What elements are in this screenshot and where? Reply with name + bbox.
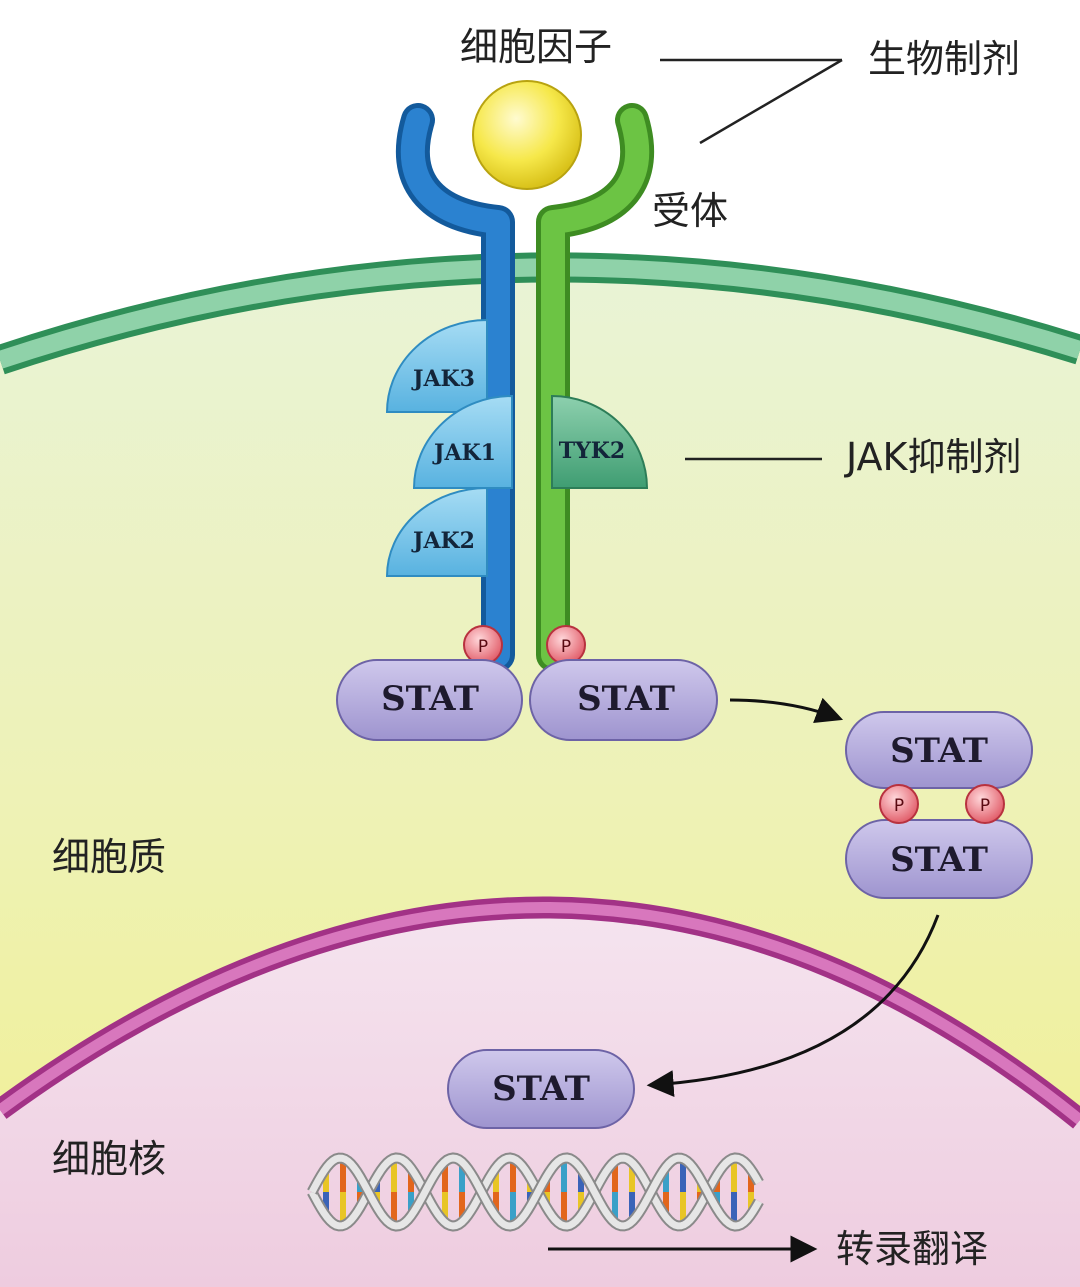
stat-label: STAT [381,679,479,719]
dna-base-pair [442,1161,448,1192]
dna-base-pair [680,1192,686,1226]
phosphate-green-receptor: P [546,625,586,665]
dna-base-pair [408,1192,414,1216]
tyk2-kinase: TYK2 [551,394,649,489]
label-jak-inhibitor: JAK抑制剂 [844,435,1021,479]
receptor-green-chain-core [541,108,650,667]
dna-base-pair [459,1192,465,1223]
dna-base-pair [391,1192,397,1226]
receptor-blue-chain-core [400,108,510,667]
dna-base-pair [612,1161,618,1192]
phosphate-dimer-right [965,784,1005,824]
dna-base-pair [680,1158,686,1192]
label-biologics: 生物制剂 [868,37,1020,81]
stat-label: STAT [890,840,988,880]
dna-base-pair [459,1161,465,1192]
phosphate-label: P [561,637,571,657]
dna-base-pair [629,1192,635,1222]
dna-base-pair [578,1168,584,1192]
stat-dimer: STAT STAT P P [845,711,1033,899]
stat-label: STAT [577,679,675,719]
label-cytokine: 细胞因子 [460,25,612,69]
phosphate-label: P [980,796,990,816]
dna-base-pair [748,1192,754,1215]
cytokine-sphere [472,80,582,190]
dna-strand-b [308,1154,763,1230]
phosphate-label: P [478,637,488,657]
jak1-kinase: JAK1 [412,394,513,489]
stat-nuclear: STAT [447,1049,635,1129]
dna-base-pair [663,1166,669,1192]
dna-base-pair [510,1192,516,1226]
dna-base-pair [442,1192,448,1223]
dna-base-pair [578,1192,584,1216]
dna-base-pair [323,1168,329,1192]
dna-base-pair [561,1192,567,1226]
dna-base-pair [493,1192,499,1217]
label-receptor: 受体 [652,189,728,233]
dna-base-pair [510,1158,516,1192]
dna-base-pair [561,1158,567,1192]
phosphate-label: P [894,796,904,816]
dna-helix [307,1152,764,1232]
phosphate-blue-receptor: P [463,625,503,665]
arrow-to-dimer [729,697,844,724]
dna-base-pair [663,1192,669,1218]
jak2-kinase: JAK2 [385,486,488,577]
arrow-to-nucleus [646,914,940,1098]
dna-base-pair [323,1192,329,1216]
stat-label: STAT [492,1069,590,1109]
jak3-kinase: JAK3 [385,318,488,413]
stat-docked-left: STAT [336,659,523,741]
dna-base-pair [493,1167,499,1192]
dna-base-pair [731,1158,737,1192]
phosphate-dimer-left [879,784,919,824]
dna-base-pair [731,1192,737,1226]
stat-dimer-lower [845,819,1033,899]
dna-base-pair [408,1168,414,1192]
jak3-label: JAK3 [411,366,475,392]
jak2-label: JAK2 [411,528,475,554]
dna-base-pair [629,1162,635,1192]
dna-base-pair [340,1158,346,1192]
dna-base-pair [391,1158,397,1192]
dna-base-pair [748,1169,754,1192]
label-transcription: 转录翻译 [836,1227,988,1271]
tyk2-label: TYK2 [559,438,626,464]
label-cytoplasm: 细胞质 [52,835,166,879]
dna-base-pair [612,1192,618,1223]
stat-label: STAT [890,731,988,771]
callout-line-receptor [699,58,843,145]
dna-base-pair [340,1192,346,1226]
stat-docked-right: STAT [529,659,718,741]
stat-dimer-upper [845,711,1033,789]
jak1-label: JAK1 [432,440,496,466]
label-nucleus: 细胞核 [52,1137,166,1181]
nuclear-membrane-highlight [0,902,1080,1125]
